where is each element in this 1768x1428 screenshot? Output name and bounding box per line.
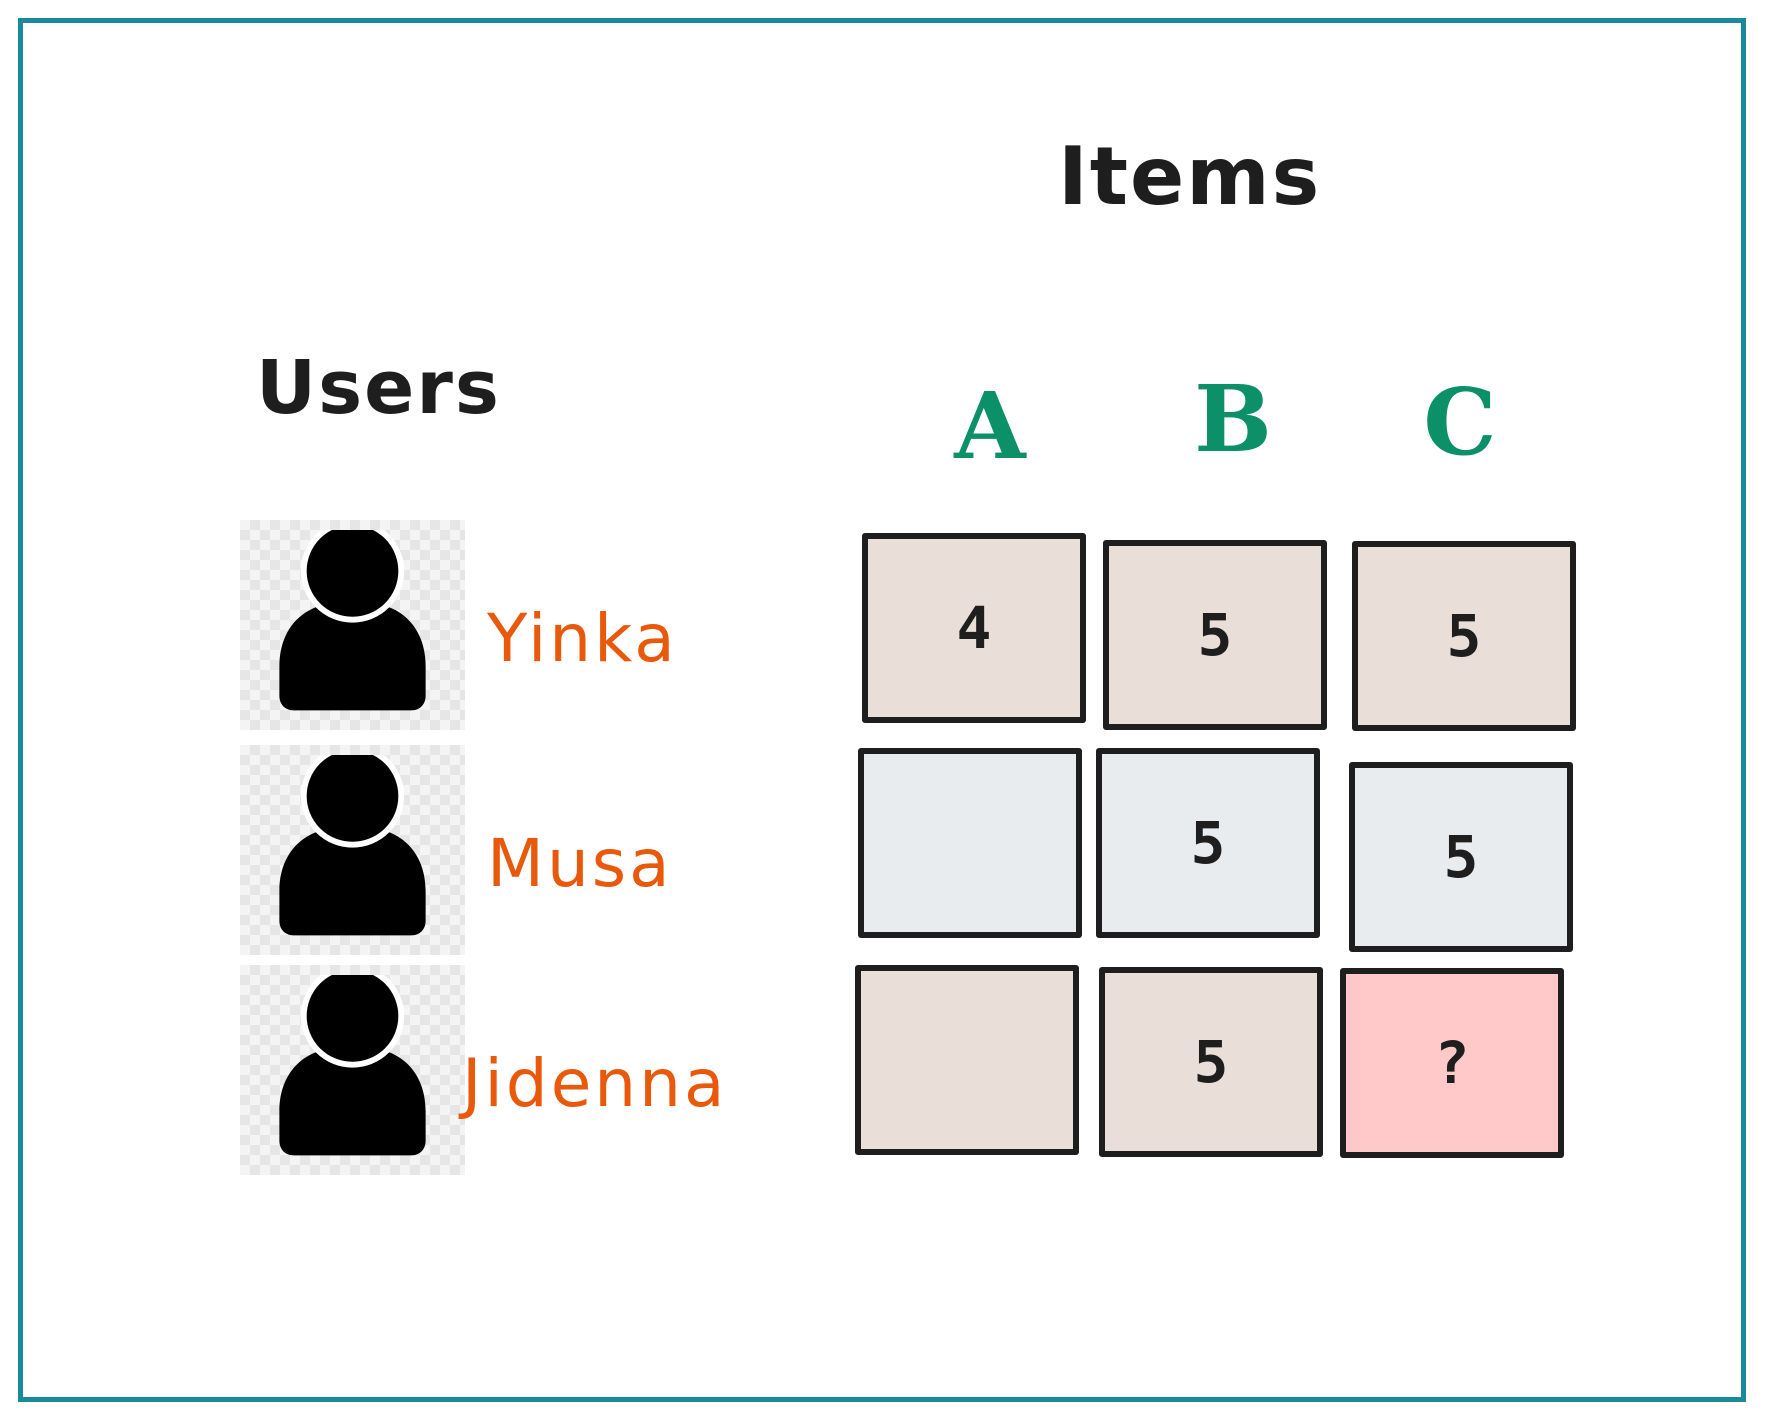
avatar — [240, 520, 465, 730]
user-row-yinka: Yinka — [240, 520, 760, 730]
rating-cell-musa-a — [858, 748, 1082, 938]
users-title: Users — [256, 345, 501, 431]
rating-cell-yinka-a: 4 — [862, 533, 1086, 723]
rating-cell-jidenna-c-unknown: ? — [1340, 968, 1564, 1158]
user-silhouette-icon — [279, 975, 426, 1156]
rating-cell-musa-c: 5 — [1349, 762, 1573, 952]
item-label-c: C — [1423, 368, 1497, 476]
user-silhouette-icon — [279, 755, 426, 936]
user-name-jidenna: Jidenna — [462, 1045, 728, 1122]
user-row-jidenna: Jidenna — [240, 965, 760, 1175]
user-name-yinka: Yinka — [487, 600, 678, 677]
items-title: Items — [1058, 130, 1322, 223]
item-label-a: A — [954, 372, 1026, 480]
rating-cell-jidenna-a — [855, 965, 1079, 1155]
rating-cell-yinka-c: 5 — [1352, 541, 1576, 731]
user-silhouette-icon — [279, 530, 426, 711]
diagram-frame — [18, 18, 1746, 1402]
rating-cell-jidenna-b: 5 — [1099, 967, 1323, 1157]
avatar — [240, 965, 465, 1175]
item-label-b: B — [1194, 365, 1272, 473]
avatar — [240, 745, 465, 955]
rating-cell-yinka-b: 5 — [1103, 540, 1327, 730]
user-row-musa: Musa — [240, 745, 760, 955]
rating-cell-musa-b: 5 — [1096, 748, 1320, 938]
user-name-musa: Musa — [487, 825, 673, 902]
